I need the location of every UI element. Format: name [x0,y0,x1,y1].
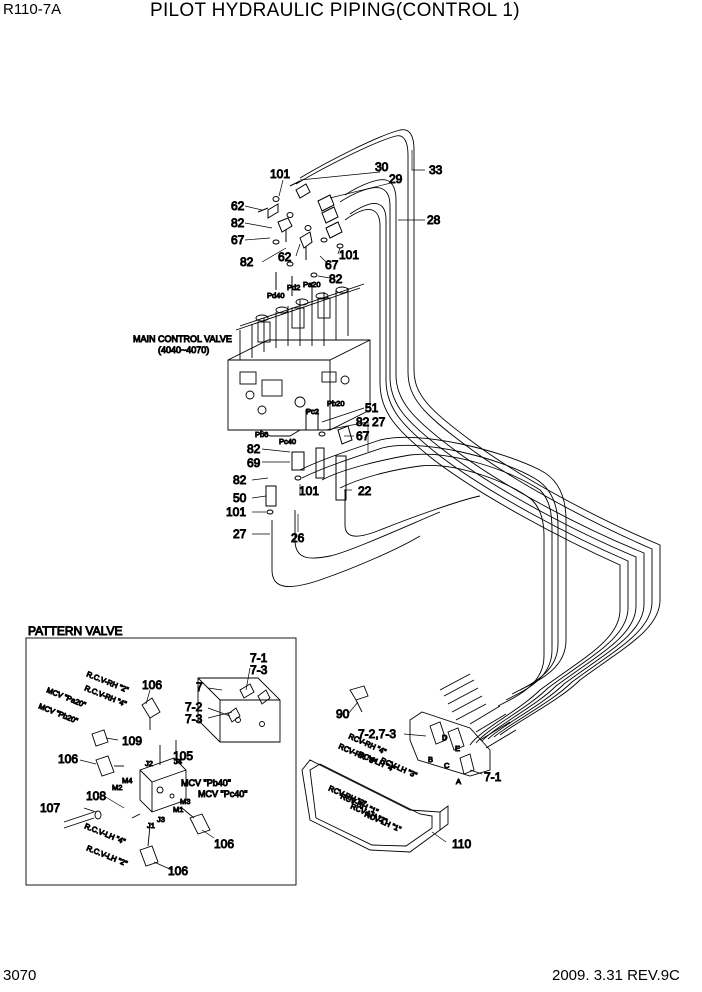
callout-105: 105 [173,749,193,763]
callout-101: 101 [299,484,319,498]
callout-51: 51 [365,401,379,415]
port-label: D [442,733,448,742]
callout-82: 82 [356,415,370,429]
port-label: M1 [173,805,183,814]
pattern-leader-lines [79,667,251,871]
hose-tag: MCV "Pc40" [198,789,247,799]
port-label: Pb6 [255,430,268,439]
top-fittings [257,180,344,300]
port-label: J2 [145,759,153,768]
pattern-valve-title: PATTERN VALVE [28,624,122,638]
callout-67: 67 [231,233,245,247]
port-label: Pd40 [267,291,285,300]
main-control-valve [227,283,371,437]
pattern-valve-frame [25,637,297,886]
callout-7-3: 7-3 [185,712,203,726]
lower-fittings [265,409,353,515]
port-label: M2 [112,783,122,792]
hose-bundle-right [295,129,661,746]
callout-107: 107 [40,801,60,815]
callout-106: 106 [214,837,234,851]
callout-106: 106 [168,864,188,878]
callout-101: 101 [270,167,290,181]
callout-7: 7 [196,680,203,694]
callout-27: 27 [372,415,386,429]
callout-62: 62 [231,199,245,213]
callout-27: 27 [233,527,247,541]
port-label: B [428,755,433,764]
hose-bundle-lower [271,436,567,707]
port-label: J1 [147,821,155,830]
lower-leader-lines [347,701,483,843]
port-label: Pd2 [287,283,300,292]
hose-tag: R.C.V-LH "2" [85,844,129,869]
callout-33: 33 [429,163,443,177]
revision-date: 2009. 3.31 REV.9C [552,967,680,984]
callout-7-2-7-3: 7-2,7-3 [358,727,396,741]
callout-101: 101 [226,505,246,519]
callout-82: 82 [231,216,245,230]
callout-67: 67 [325,258,339,272]
callout-82: 82 [247,442,261,456]
callout-30: 30 [375,160,389,174]
callout-109: 109 [122,734,142,748]
model-code: R110-7A [3,1,62,18]
main-control-valve-range: (4040~4070) [158,345,209,355]
callout-7-2: 7-2 [185,700,203,714]
callout-101: 101 [339,248,359,262]
tray-tag: RCV-LH "1" [363,810,403,834]
callout-28: 28 [427,213,441,227]
port-label: C [444,761,450,770]
callout-29: 29 [389,172,403,186]
callout-22: 22 [358,484,372,498]
callout-82: 82 [240,255,254,269]
port-label: E [455,744,460,753]
port-label: A [456,777,461,786]
hose-tag: R.C.V-LH "4" [83,822,127,847]
callout-69: 69 [247,456,261,470]
callout-106: 106 [142,678,162,692]
tray-110 [301,759,449,853]
callout-7-1: 7-1 [250,651,268,665]
main-control-valve-label: MAIN CONTROL VALVE [133,334,232,344]
bracket-7-1 [349,685,491,777]
port-label: M3 [180,797,190,806]
hose-tag: MCV "Pb40" [181,778,231,788]
callout-90: 90 [336,707,350,721]
port-label: M4 [122,776,132,785]
hose-ends-lower [439,673,517,749]
callout-82: 82 [233,473,247,487]
callout-67: 67 [356,429,370,443]
callout-62: 62 [278,250,292,264]
page-number: 3070 [3,967,37,984]
callout-108: 108 [86,789,106,803]
callout-106: 106 [58,752,78,766]
callout-7-3: 7-3 [250,663,268,677]
port-label: Pa20 [303,280,321,289]
callout-26: 26 [291,531,305,545]
page-title: PILOT HYDRAULIC PIPING(CONTROL 1) [150,0,520,21]
port-label: Pc2 [306,407,319,416]
leader-lines [244,150,425,535]
port-label: Pc40 [279,437,296,446]
port-label: J4 [174,757,182,766]
callout-110: 110 [452,837,471,851]
port-label: J3 [157,815,165,824]
pattern-valve-block [63,677,281,867]
callout-7-1: 7-1 [484,770,502,784]
port-label: Pb20 [327,399,345,408]
callout-50: 50 [233,491,247,505]
callout-82: 82 [329,272,343,286]
